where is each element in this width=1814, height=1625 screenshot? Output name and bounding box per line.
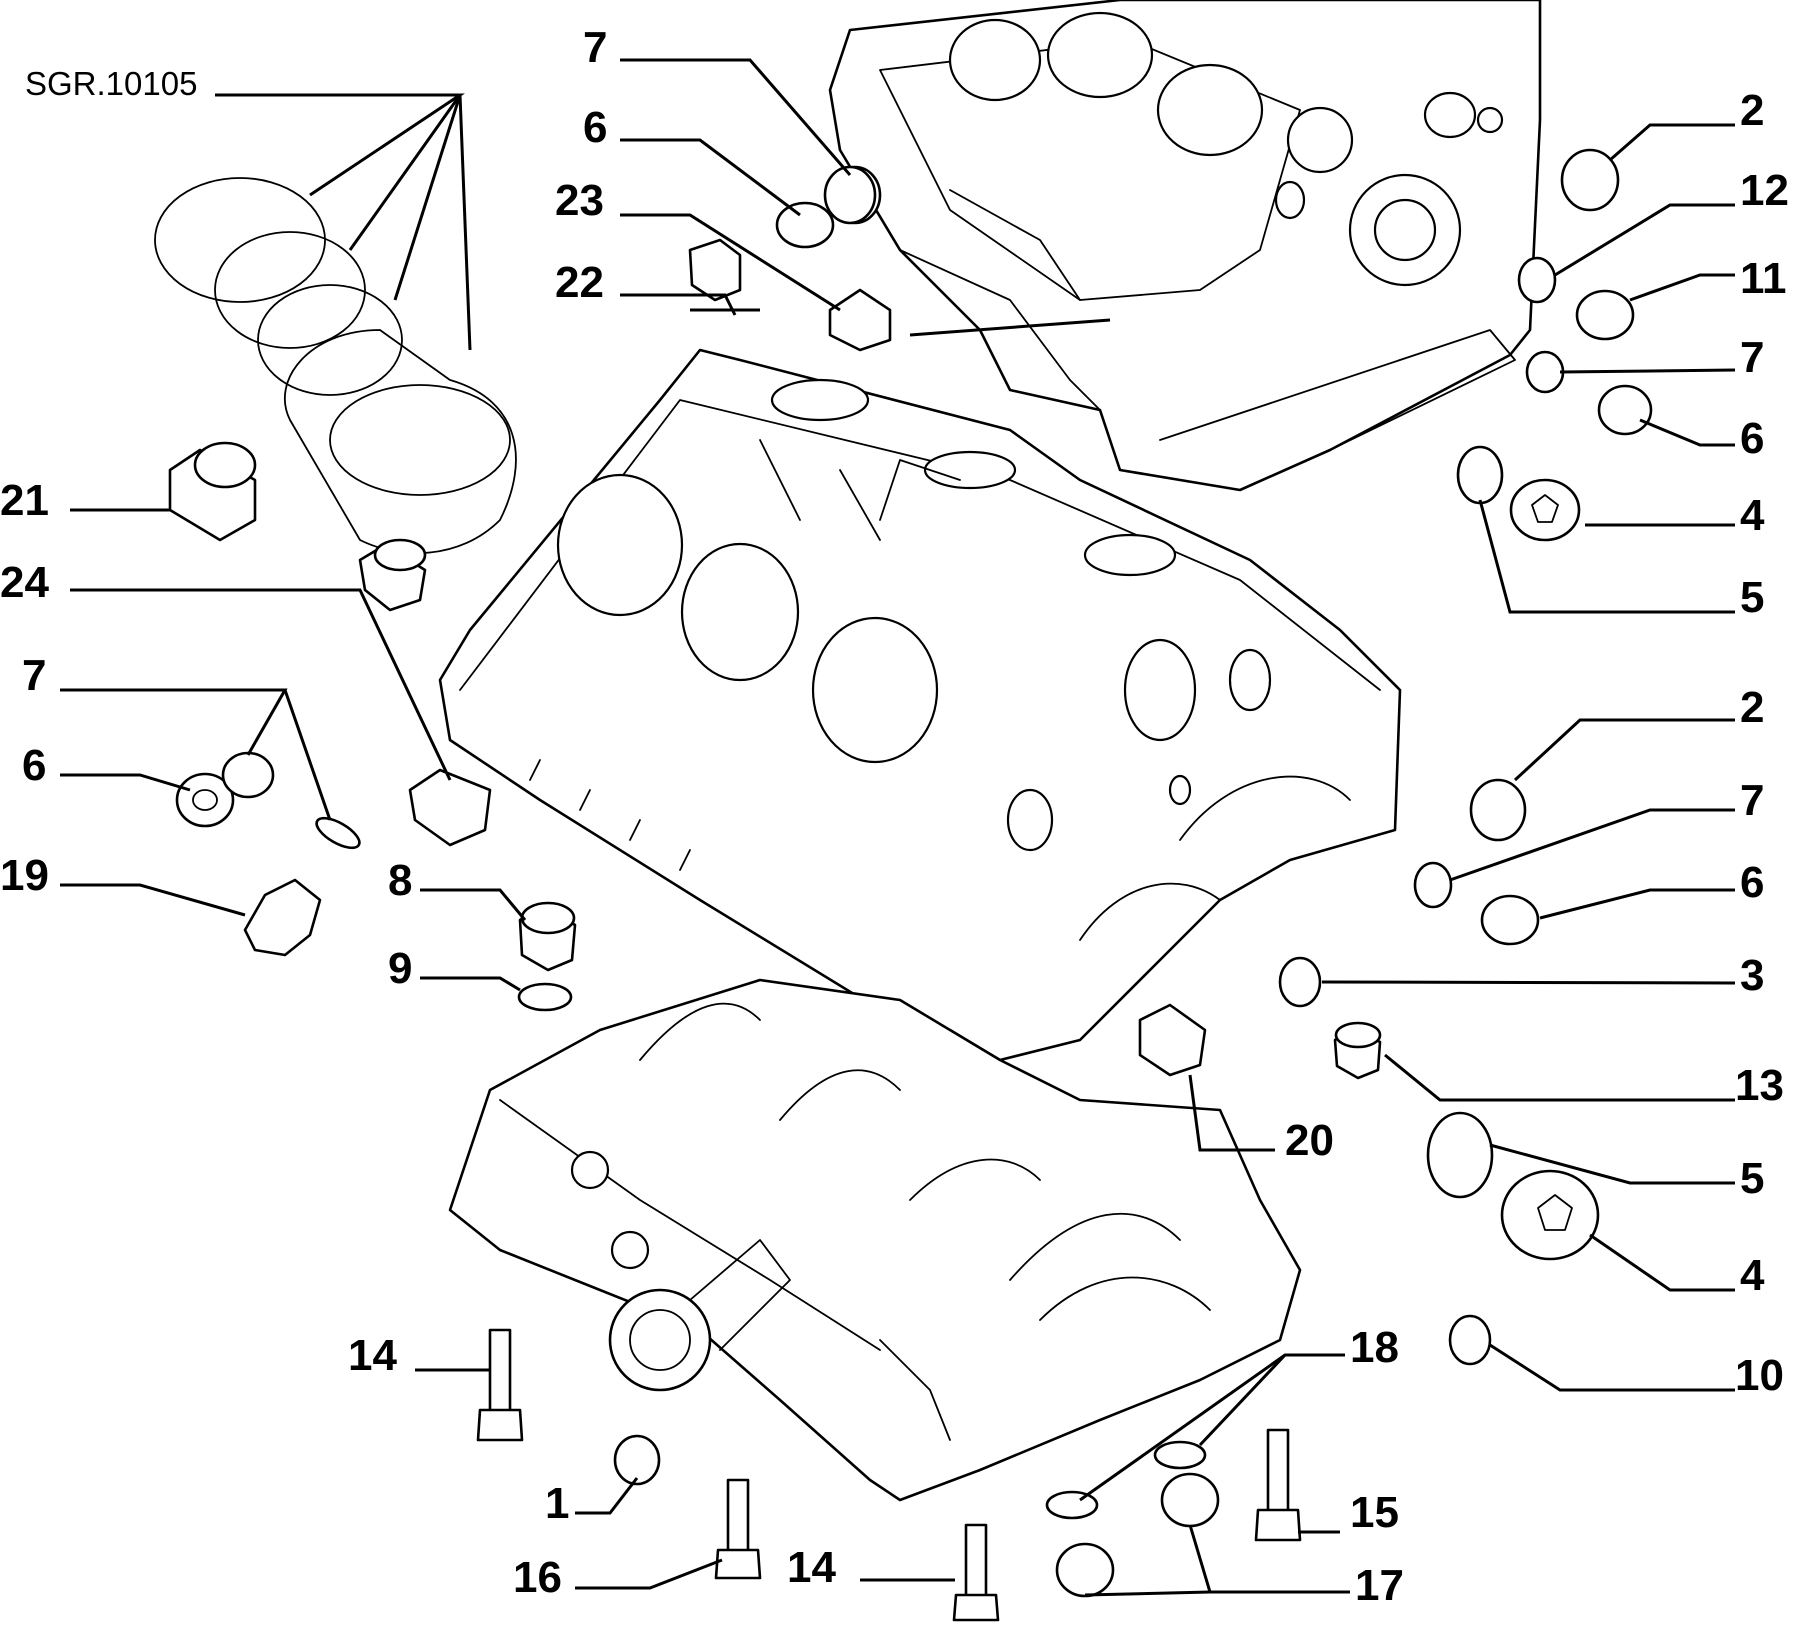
- bolt-16: [714, 1478, 762, 1580]
- seal-7-right-lower: [1413, 861, 1453, 909]
- seal-12: [1517, 256, 1557, 304]
- seal-2-upper: [1560, 148, 1620, 212]
- callout-7-left: 7: [22, 651, 46, 700]
- callout-21: 21: [0, 476, 49, 525]
- callout-23: 23: [555, 176, 604, 225]
- plug-6-right-lower: [1480, 894, 1540, 946]
- bush-24: [358, 538, 427, 612]
- callout-7-right-upper: 7: [1740, 333, 1764, 382]
- callout-2-upper: 2: [1740, 86, 1764, 135]
- plug-4-lower: [1500, 1169, 1600, 1261]
- seal-5-lower: [1426, 1111, 1494, 1199]
- callout-4-upper: 4: [1740, 491, 1765, 540]
- seal-9: [517, 982, 573, 1012]
- callout-7-right-lower: 7: [1740, 776, 1764, 825]
- bush-22: [688, 238, 742, 302]
- callout-5-upper: 5: [1740, 573, 1764, 622]
- callout-4-lower: 4: [1740, 1251, 1765, 1300]
- drawing-code: SGR.10105: [25, 65, 197, 102]
- callout-8: 8: [388, 856, 412, 905]
- piston-and-rings: [154, 177, 517, 554]
- callout-13: 13: [1735, 1061, 1784, 1110]
- bolt-15: [1254, 1428, 1302, 1542]
- callout-16: 16: [513, 1553, 562, 1602]
- bush-23: [828, 288, 892, 352]
- plug-19: [243, 878, 322, 957]
- callout-12: 12: [1740, 166, 1789, 215]
- seal-18: [1045, 1440, 1207, 1520]
- engine-block-main: [438, 348, 1402, 1062]
- callout-24: 24: [0, 558, 49, 607]
- engine-block-rear-view: [828, 0, 1542, 492]
- callout-9: 9: [388, 944, 412, 993]
- bush-20: [1138, 1003, 1207, 1077]
- bush-24-lower: [408, 768, 492, 847]
- seal-5-upper: [1456, 445, 1504, 505]
- bolt-14-left: [476, 1328, 524, 1442]
- cup-13: [1333, 1021, 1382, 1080]
- callout-6-right-lower: 6: [1740, 858, 1764, 907]
- callout-3: 3: [1740, 951, 1764, 1000]
- seal-2-lower: [1469, 778, 1527, 842]
- plug-11: [1575, 289, 1635, 341]
- callout-1: 1: [545, 1479, 569, 1528]
- callout-19: 19: [0, 851, 49, 900]
- callout-10: 10: [1735, 1351, 1784, 1400]
- seal-7-top: [823, 165, 877, 225]
- plug-6-right-upper: [1597, 384, 1653, 436]
- callout-20: 20: [1285, 1116, 1334, 1165]
- callout-2-lower: 2: [1740, 683, 1764, 732]
- callout-5-lower: 5: [1740, 1154, 1764, 1203]
- callout-17: 17: [1355, 1561, 1404, 1610]
- leader-lines: [60, 58, 1736, 1597]
- plug-4-upper: [1509, 478, 1581, 542]
- callout-6-left: 6: [22, 741, 46, 790]
- callout-6-top: 6: [583, 103, 607, 152]
- callout-15: 15: [1350, 1488, 1399, 1537]
- callout-14-bottom: 14: [787, 1543, 836, 1592]
- callout-18: 18: [1350, 1323, 1399, 1372]
- seal-10: [1448, 1314, 1492, 1366]
- callout-22: 22: [555, 258, 604, 307]
- crankcase-lower: [448, 978, 1302, 1502]
- seal-7-left-b: [315, 816, 361, 850]
- seal-3: [1278, 956, 1322, 1008]
- callout-6-right-upper: 6: [1740, 414, 1764, 463]
- bush-21: [168, 441, 257, 542]
- bolt-14-bottom: [952, 1523, 1000, 1622]
- plug-17: [1055, 1472, 1220, 1598]
- plug-6-left: [175, 772, 235, 828]
- callout-7-top: 7: [583, 23, 607, 72]
- callout-14-left: 14: [348, 1331, 397, 1380]
- seal-7-left: [221, 751, 275, 799]
- seal-1: [613, 1434, 661, 1486]
- cup-8: [518, 901, 577, 972]
- callout-11: 11: [1740, 254, 1787, 303]
- seal-7-right-upper: [1525, 350, 1565, 394]
